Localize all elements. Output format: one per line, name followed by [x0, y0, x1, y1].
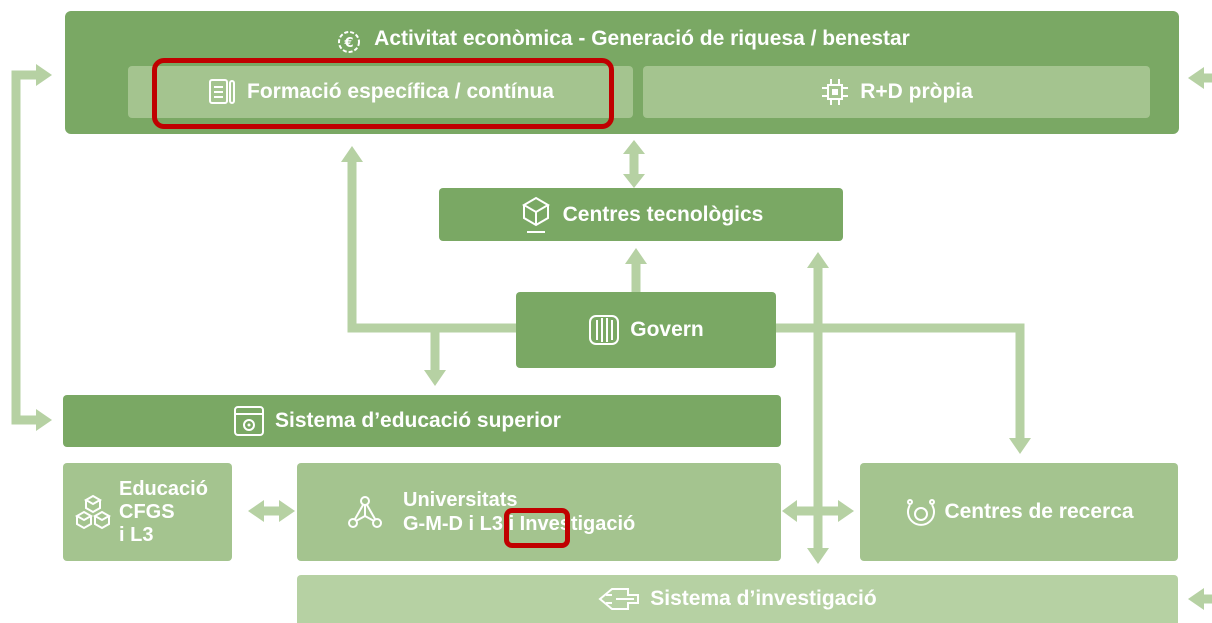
tech-centres-box: Centres tecnològics [439, 188, 843, 241]
vet-label-line2: CFGS [119, 500, 175, 523]
hand-icon [598, 585, 640, 613]
catalan-flag-icon [588, 314, 620, 346]
arrowhead-left-bottom [36, 409, 52, 431]
cube-icon [519, 196, 553, 234]
arrowhead-to-research [1009, 438, 1031, 454]
arrowhead-tech-up [807, 252, 829, 268]
arrowhead-to-education [424, 370, 446, 386]
training-box: Formació específica / contínua [128, 66, 633, 118]
universities-research: i Investigació [508, 513, 636, 535]
higher-education-label: Sistema d’educació superior [275, 409, 561, 432]
universities-l3: i L3 [468, 513, 503, 535]
government-label: Govern [630, 318, 704, 341]
highlight-l3 [504, 508, 570, 548]
economic-activity-title: Activitat econòmica - Generació de rique… [374, 27, 910, 50]
chip-icon [820, 77, 850, 107]
arrowhead-left-top [36, 64, 52, 86]
left-loop-line [11, 70, 36, 425]
vet-label-line1: Educació [119, 477, 208, 500]
notepad-icon [207, 77, 237, 107]
arrowhead-vet-left [248, 500, 264, 522]
universities-label-line1: Universitats [403, 489, 518, 511]
atom-icon [904, 495, 938, 529]
research-centres-label: Centres de recerca [944, 500, 1134, 523]
svg-text:€: € [344, 36, 354, 51]
training-label: Formació específica / contínua [247, 80, 554, 103]
arrowhead-uni-left [782, 500, 797, 522]
universities-degrees: G-M-D [403, 513, 463, 535]
government-box: Govern [516, 292, 776, 368]
arrowhead-tech-down [623, 174, 645, 188]
arrowhead-right-top [1188, 67, 1204, 89]
govern-research-line [776, 323, 1025, 440]
vet-education-box: Educació CFGS i L3 [63, 463, 232, 561]
research-system-label: Sistema d’investigació [650, 587, 877, 610]
arrowhead-research-down [807, 548, 829, 564]
arrowhead-to-economy [341, 146, 363, 162]
vet-label-line3: i L3 [119, 523, 154, 546]
highlight-training [152, 58, 614, 129]
tech-centres-label: Centres tecnològics [562, 202, 764, 226]
rd-box: R+D pròpia [643, 66, 1150, 118]
gear-euro-icon: € [334, 27, 364, 57]
higher-education-box: Sistema d’educació superior [63, 395, 781, 447]
arrowhead-research-right [838, 500, 854, 522]
research-centres-box: Centres de recerca [860, 463, 1178, 561]
arrowhead-economy-up [623, 140, 645, 154]
rd-label: R+D pròpia [860, 80, 973, 103]
arrowhead-uni-right [279, 500, 295, 522]
arrowhead-right-bottom [1188, 588, 1204, 610]
arrowhead-to-tech [625, 248, 647, 264]
research-system-box: Sistema d’investigació [297, 575, 1178, 623]
browser-gear-icon [233, 405, 265, 437]
cubes-icon [73, 492, 113, 532]
govern-to-economy-line [347, 160, 517, 333]
network-icon [347, 494, 383, 530]
